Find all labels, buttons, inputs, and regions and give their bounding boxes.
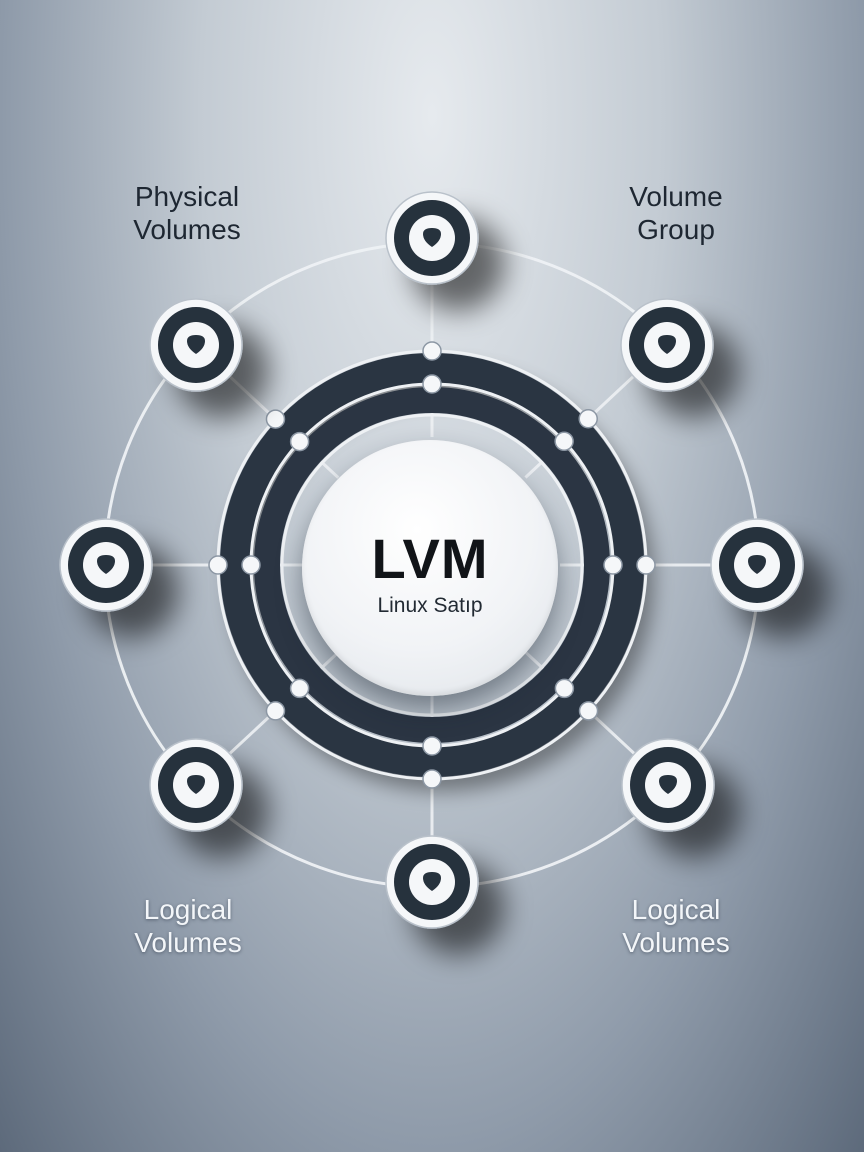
joint-bottom-left-1 bbox=[289, 678, 310, 699]
node-bottom-right bbox=[621, 738, 715, 832]
node-bottom bbox=[385, 835, 479, 929]
label-physical-volumes: Physical Volumes bbox=[133, 181, 241, 245]
joint-right-1 bbox=[603, 555, 623, 575]
joint-bottom-left-0 bbox=[265, 701, 286, 721]
volume-disc-icon bbox=[658, 335, 676, 354]
center-subtitle: Linux Satıp bbox=[377, 594, 483, 617]
nodes-layer bbox=[59, 191, 804, 929]
node-top-right bbox=[620, 298, 714, 392]
volume-disc-icon bbox=[187, 335, 205, 354]
volume-disc-icon bbox=[748, 555, 766, 574]
joint-top-left-0 bbox=[265, 409, 286, 429]
inner-band-edge bbox=[280, 413, 584, 717]
node-top bbox=[385, 191, 479, 285]
volume-disc-icon bbox=[423, 228, 441, 247]
joint-top-0 bbox=[422, 341, 442, 361]
lvm-center-disc: LVM Linux Satıp bbox=[302, 440, 558, 696]
node-bottom-left bbox=[149, 738, 243, 832]
label-logical-volumes-right: Logical Volumes bbox=[622, 894, 730, 958]
node-left bbox=[59, 518, 153, 612]
node-top-left bbox=[149, 298, 243, 392]
volume-disc-icon bbox=[187, 775, 205, 794]
joint-bottom-0 bbox=[422, 769, 442, 789]
volume-disc-icon bbox=[97, 555, 115, 574]
center-title: LVM bbox=[371, 527, 489, 590]
volume-disc-icon bbox=[659, 775, 677, 794]
label-logical-volumes-left: Logical Volumes bbox=[134, 894, 242, 958]
volume-disc-icon bbox=[423, 872, 441, 891]
joint-top-left-1 bbox=[289, 431, 310, 452]
joint-left-0 bbox=[208, 555, 228, 575]
joints-layer bbox=[208, 341, 656, 789]
joint-top-right-0 bbox=[578, 408, 598, 429]
joint-right-0 bbox=[636, 555, 656, 575]
joint-bottom-right-1 bbox=[554, 678, 575, 699]
joint-bottom-right-0 bbox=[578, 701, 599, 721]
outer-band bbox=[220, 353, 644, 777]
label-volume-group: Volume Group bbox=[629, 181, 723, 245]
node-right bbox=[710, 518, 804, 612]
joint-bottom-1 bbox=[422, 736, 442, 756]
joint-top-right-1 bbox=[554, 431, 574, 452]
joint-top-1 bbox=[422, 374, 442, 394]
joint-left-1 bbox=[241, 555, 261, 575]
inner-band bbox=[254, 387, 610, 743]
